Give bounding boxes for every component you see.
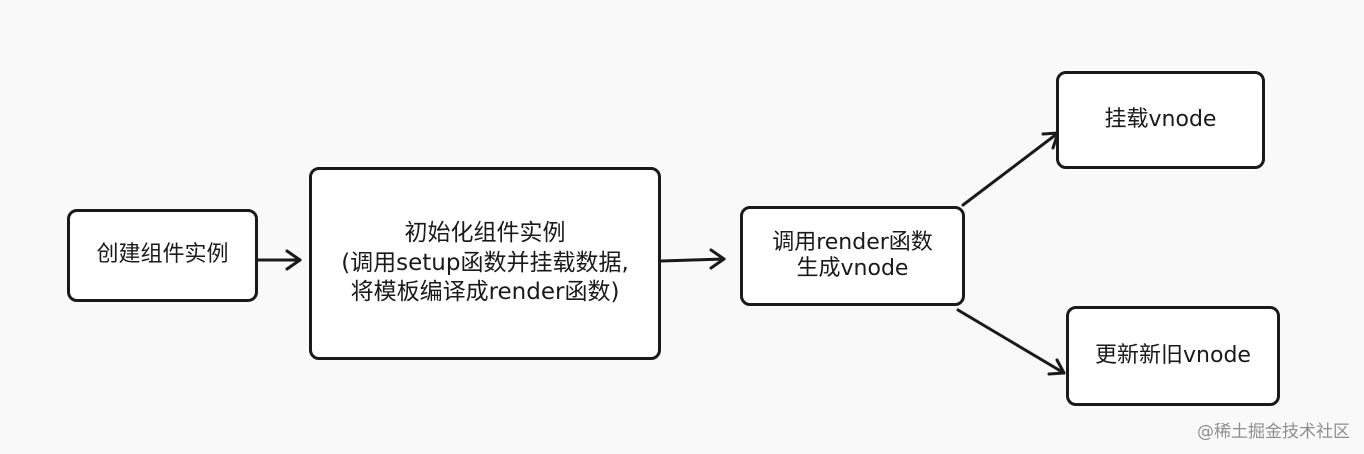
node-update-vnode-label: 更新新旧vnode — [1095, 342, 1251, 368]
node-call-render: 调用render函数 生成vnode — [740, 206, 965, 306]
node-mount-vnode-label: 挂载vnode — [1104, 106, 1217, 132]
edge-init-to-render — [659, 248, 726, 270]
edge-render-to-mount — [961, 131, 1060, 207]
node-create-instance-label: 创建组件实例 — [96, 242, 229, 268]
node-init-instance-line-3: 将模板编译成render函数) — [350, 279, 620, 306]
edge-render-to-update — [956, 308, 1066, 376]
node-call-render-line-1: 调用render函数 — [772, 229, 933, 255]
node-init-instance-line-2: (调用setup函数并挂载数据, — [341, 249, 629, 276]
watermark-text: @稀土掘金技术社区 — [1197, 422, 1350, 442]
node-init-instance-line-1: 初始化组件实例 — [404, 219, 566, 246]
edge-create-to-init — [256, 249, 302, 271]
node-update-vnode: 更新新旧vnode — [1066, 306, 1280, 406]
node-init-instance: 初始化组件实例 (调用setup函数并挂载数据, 将模板编译成render函数) — [309, 167, 661, 360]
node-mount-vnode: 挂载vnode — [1056, 71, 1265, 169]
node-create-instance: 创建组件实例 — [67, 209, 258, 302]
node-call-render-line-2: 生成vnode — [796, 256, 909, 281]
